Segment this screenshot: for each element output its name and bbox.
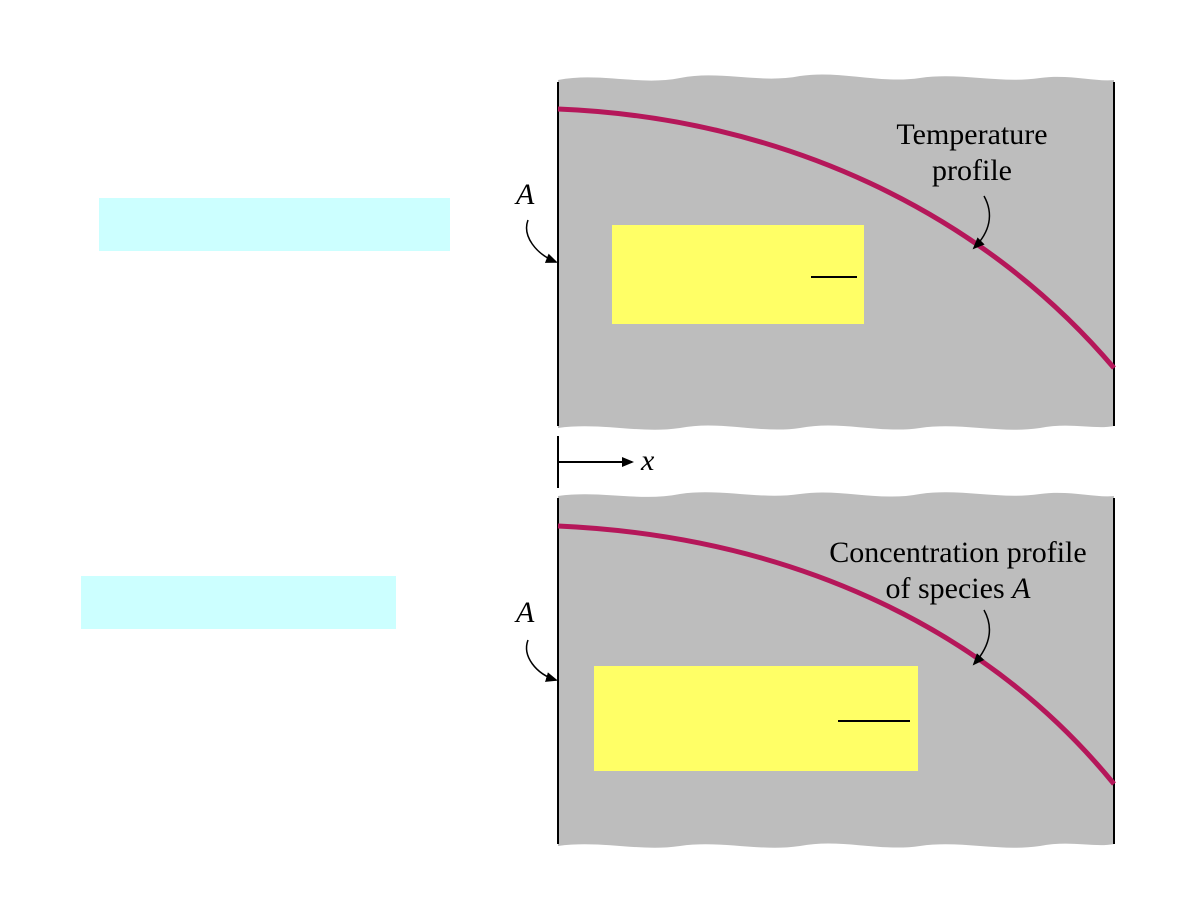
concentration-profile-label-line1: Concentration profile	[829, 536, 1087, 569]
concentration-profile-label: Concentration profile of species A	[808, 538, 1108, 604]
bottom-equation-overlay-box	[594, 666, 918, 771]
temperature-profile-curve	[557, 106, 1116, 370]
bottom-left-overlay-box	[81, 576, 396, 629]
bottom-curve-label-arrow	[972, 609, 991, 666]
top-area-label: A	[516, 178, 535, 211]
x-axis-label: x	[641, 444, 655, 477]
top-curve-label-arrow	[972, 195, 991, 250]
concentration-profile-label-line2: of species A	[808, 574, 1108, 604]
temperature-profile-label-line1: Temperature	[896, 118, 1048, 151]
bottom-area-label: A	[516, 596, 535, 629]
top-area-arrow	[525, 219, 558, 263]
bottom-area-arrow	[525, 639, 558, 682]
concentration-profile-label-prefix: of species	[885, 572, 1013, 605]
concentration-profile-curve	[557, 523, 1116, 786]
temperature-profile-label: Temperature profile	[872, 120, 1072, 186]
top-equation-fraction-bar	[811, 276, 857, 278]
concentration-profile-species: A	[1012, 572, 1031, 605]
bottom-equation-fraction-bar	[838, 720, 910, 722]
top-equation-overlay-box	[612, 225, 864, 324]
temperature-profile-label-line2: profile	[932, 154, 1012, 187]
top-left-overlay-box	[99, 198, 450, 251]
